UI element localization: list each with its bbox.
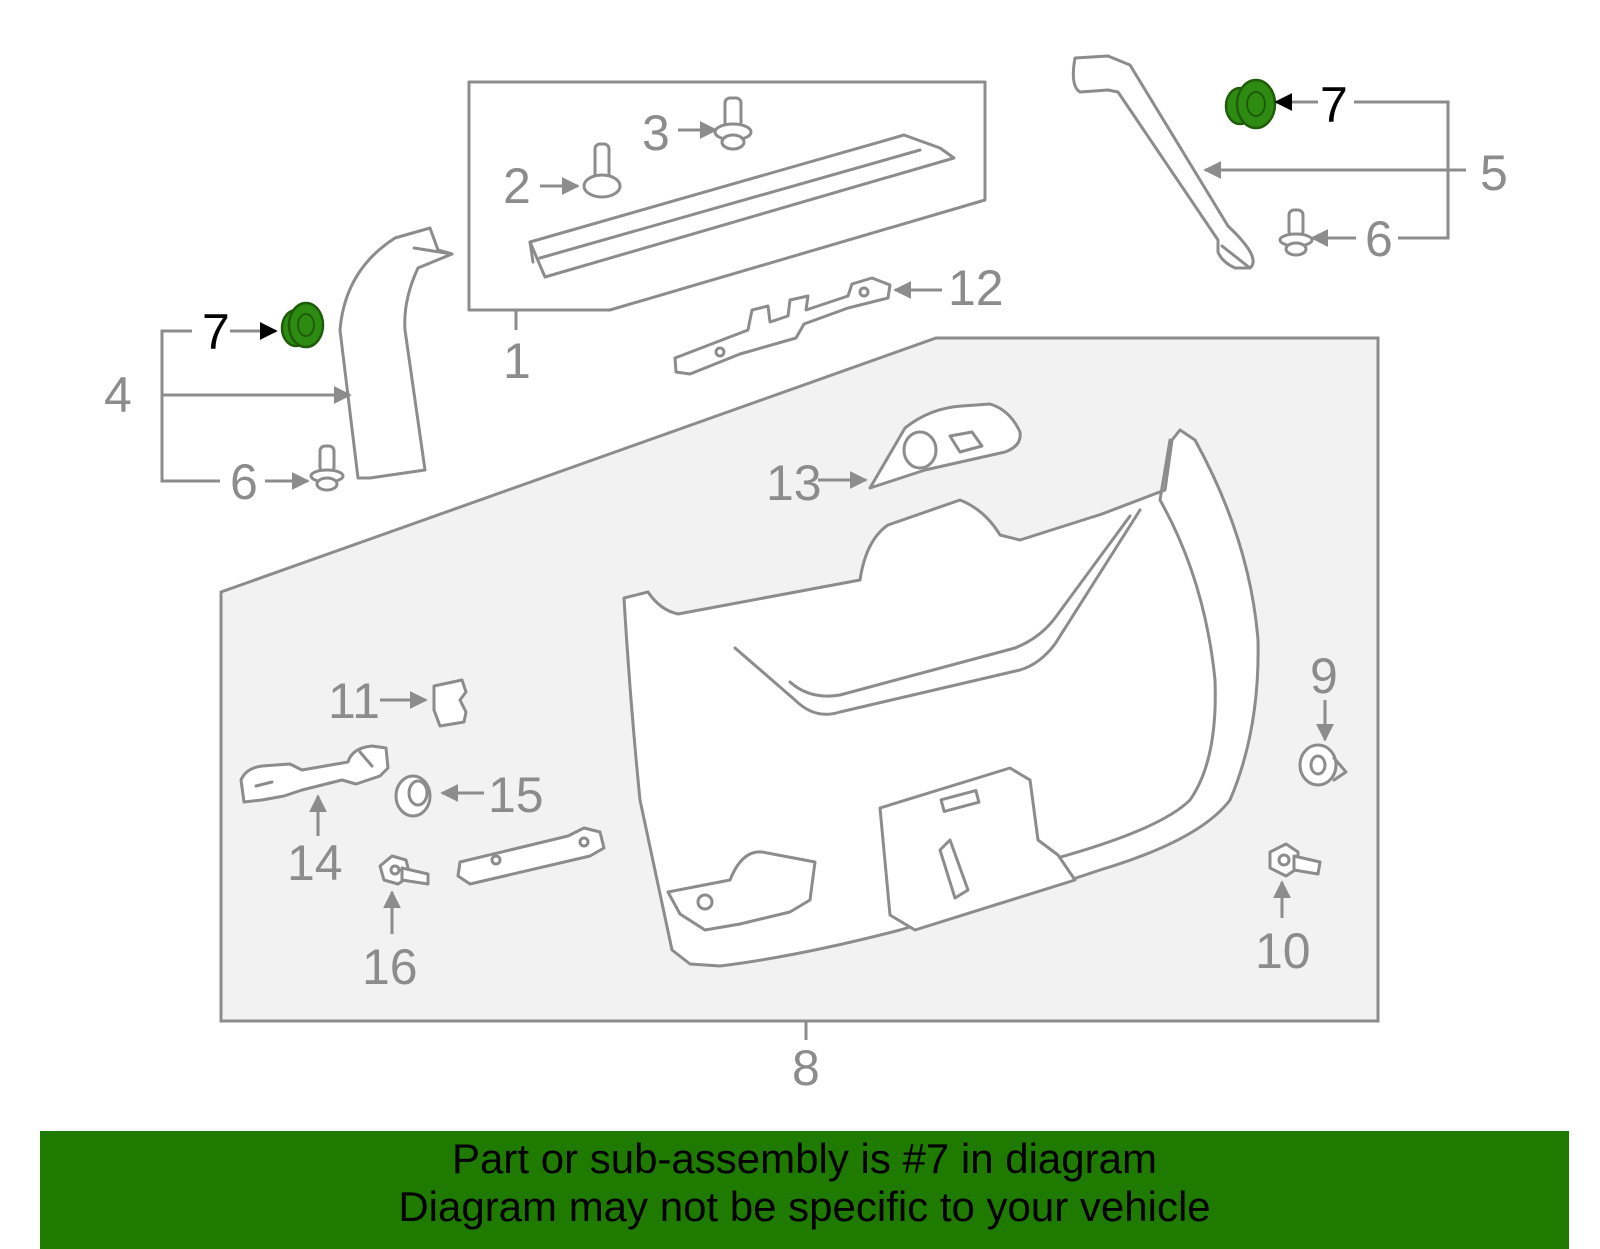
left-pillar-trim-4 bbox=[338, 226, 454, 480]
upper-trim-strip bbox=[528, 133, 956, 279]
screw-10 bbox=[1268, 842, 1322, 878]
leader-lines bbox=[160, 93, 1466, 934]
callout-14: 14 bbox=[287, 835, 343, 891]
callout-7-left: 7 bbox=[202, 304, 230, 360]
callout-5: 5 bbox=[1480, 145, 1508, 201]
callout-10: 10 bbox=[1255, 923, 1311, 979]
footer-disclaimer: Diagram may not be specific to your vehi… bbox=[398, 1183, 1211, 1230]
callout-7-right: 7 bbox=[1320, 77, 1348, 133]
callout-11: 11 bbox=[328, 673, 380, 729]
group-box-1 bbox=[467, 80, 987, 330]
push-pin-2 bbox=[582, 142, 622, 199]
callout-8: 8 bbox=[792, 1040, 820, 1096]
callout-1: 1 bbox=[503, 333, 531, 389]
bracket-12 bbox=[673, 276, 892, 376]
latch-bracket bbox=[456, 826, 606, 886]
bolt-16 bbox=[378, 854, 430, 886]
right-pillar-trim-5 bbox=[1071, 54, 1255, 270]
strap-14 bbox=[239, 744, 390, 804]
callout-15: 15 bbox=[488, 767, 544, 823]
callout-6-left: 6 bbox=[230, 454, 258, 510]
fastener-6-left bbox=[309, 444, 345, 492]
callout-2: 2 bbox=[503, 158, 531, 214]
callout-13: 13 bbox=[766, 455, 822, 511]
callout-4: 4 bbox=[104, 367, 132, 423]
footer-part-note: Part or sub-assembly is #7 in diagram bbox=[452, 1135, 1157, 1182]
grommet-15 bbox=[394, 774, 432, 818]
callout-16: 16 bbox=[362, 939, 418, 995]
clip-3 bbox=[713, 96, 753, 151]
highlighted-clip-7-left bbox=[280, 301, 325, 349]
callout-12: 12 bbox=[948, 260, 1004, 316]
fastener-6-right bbox=[1278, 208, 1314, 257]
callout-9: 9 bbox=[1310, 648, 1338, 704]
callout-3: 3 bbox=[642, 105, 670, 161]
clip-9 bbox=[1298, 743, 1348, 787]
liftgate-trim-panel-8 bbox=[622, 428, 1260, 968]
clip-11 bbox=[432, 678, 468, 728]
footer-banner: Part or sub-assembly is #7 in diagram Di… bbox=[40, 1131, 1569, 1249]
highlighted-clip-7-right bbox=[1224, 78, 1277, 130]
handle-bezel-13 bbox=[868, 402, 1022, 490]
callout-6-right: 6 bbox=[1365, 211, 1393, 267]
